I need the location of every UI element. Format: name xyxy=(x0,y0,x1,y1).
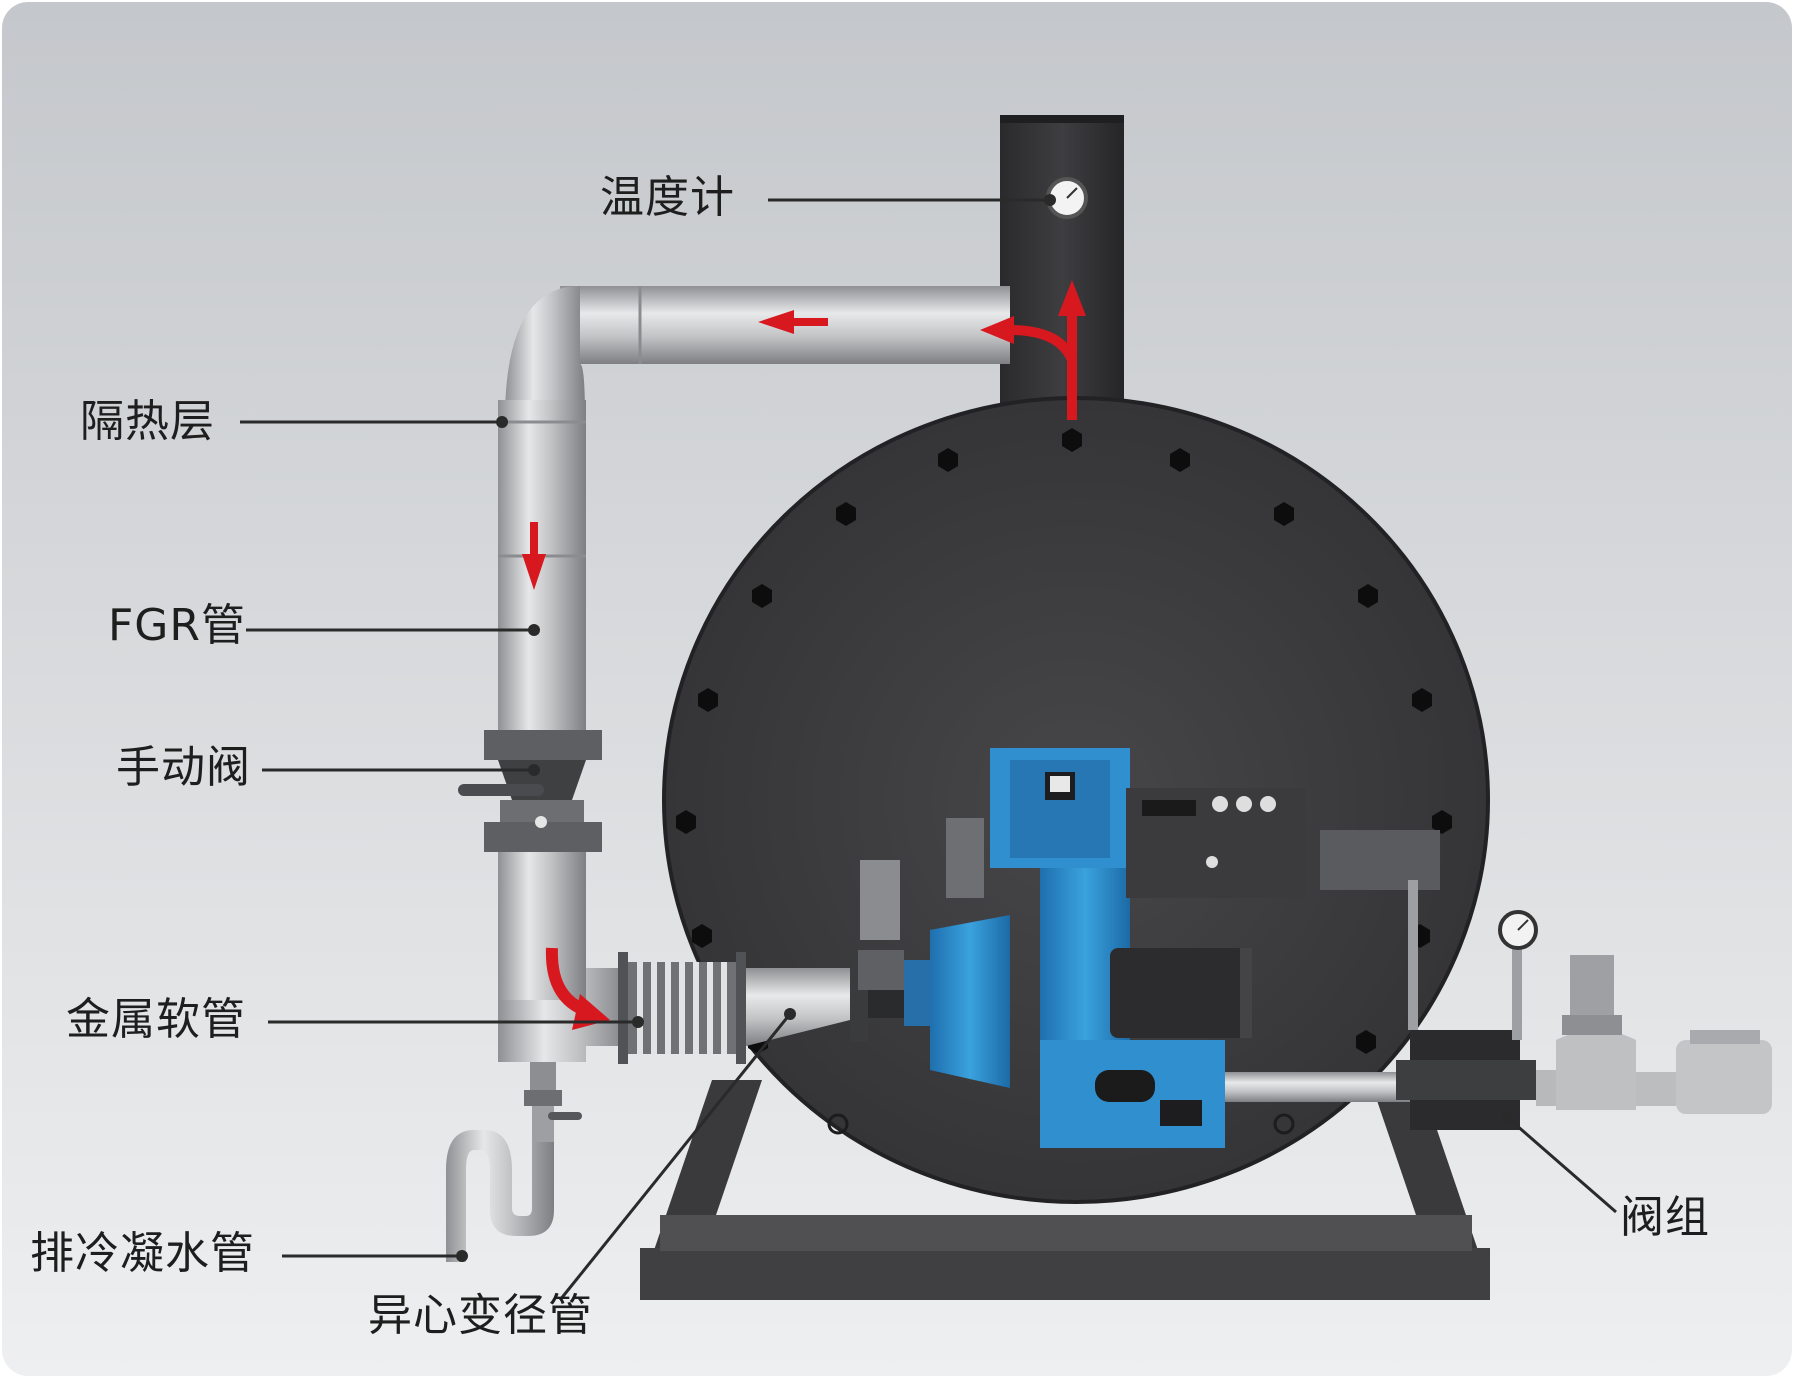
label-eccentric-reducer: 异心变径管 xyxy=(368,1290,593,1341)
thermometer-gauge-icon xyxy=(1046,177,1088,219)
label-manual-valve: 手动阀 xyxy=(116,742,251,793)
label-valve-group: 阀组 xyxy=(1620,1192,1710,1243)
burner-assembly xyxy=(858,748,1306,1148)
label-thermometer: 温度计 xyxy=(600,172,735,223)
label-metal-hose: 金属软管 xyxy=(66,994,246,1045)
boiler-stand xyxy=(640,1080,1490,1300)
pressure-gauge-icon xyxy=(1498,910,1538,950)
flange-bolts xyxy=(676,428,1452,1054)
label-fgr-pipe: FGR管 xyxy=(108,600,246,651)
gas-line xyxy=(1210,1072,1410,1102)
leader-lines xyxy=(240,194,1617,1301)
label-condensate-drain: 排冷凝水管 xyxy=(30,1228,255,1279)
fgr-vertical-pipe xyxy=(498,400,586,740)
manual-valve-body xyxy=(458,730,602,852)
eccentric-reducer xyxy=(746,968,850,1046)
valve-group-assembly xyxy=(1320,830,1772,1130)
flow-arrow-icon xyxy=(522,280,1086,1030)
label-insulation: 隔热层 xyxy=(80,396,215,447)
drain-assembly xyxy=(446,1062,582,1262)
metal-hose-bellows xyxy=(618,952,746,1064)
chimney xyxy=(1000,115,1124,415)
